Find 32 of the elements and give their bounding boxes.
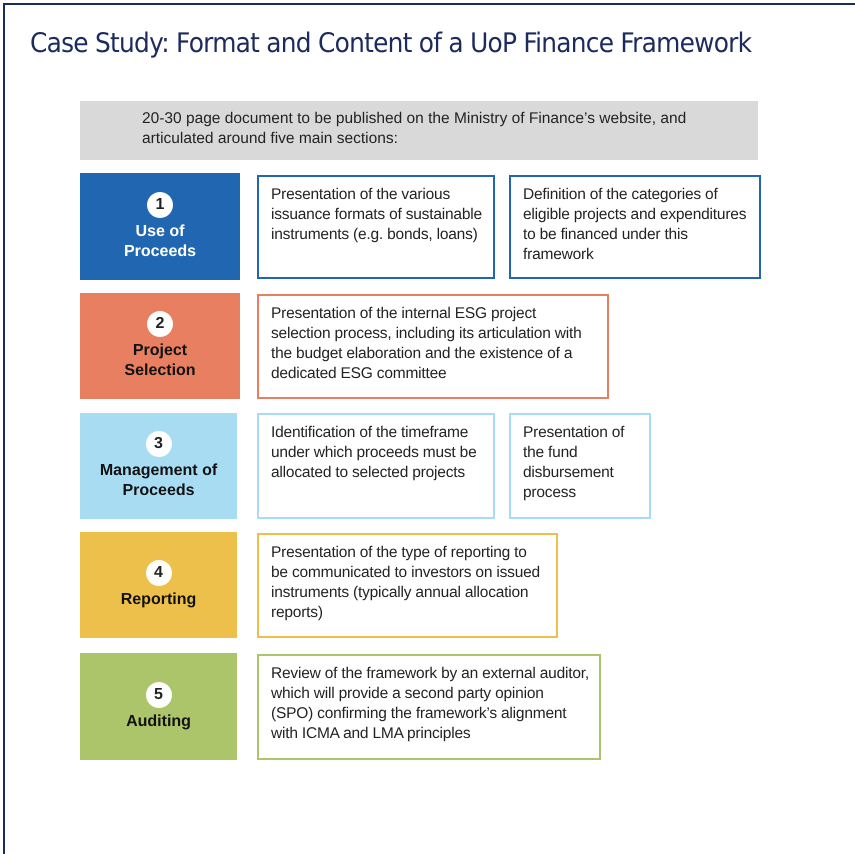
section-tab [80,532,237,638]
section-number: 1 [147,192,173,218]
description-box [257,654,601,760]
description-text: Presentation of the internal ESG project selection process, including its articulation with the budget elaboration and the existence of a dedicated ESG committee [271,304,582,384]
section-number: 3 [146,431,172,457]
description-box [257,533,558,638]
section-number: 4 [146,560,172,586]
section-heading: Management of Proceeds [98,461,218,501]
description-box [509,413,651,519]
section-heading: Auditing [125,712,192,732]
title: Case Study: Format and Content of a UoP Finance Framework [30,28,752,59]
section-number: 2 [147,311,173,337]
description-box [257,413,495,519]
description-text: Presentation of the fund disbursement process [523,423,626,503]
section-tab [80,653,237,760]
section-tab [80,173,240,280]
description-text: Presentation of the various issuance formats of sustainable instruments (e.g. bonds, loans) [271,185,483,245]
description-text: Definition of the categories of eligible projects and expenditures to be financed under this framework [523,185,748,265]
description-box [509,175,761,279]
description-text: Review of the framework by an external auditor, which will provide a second party opinion (SPO) confirming the framework’s alignment with ICMA and LMA principles [271,664,589,744]
section-number: 5 [146,682,172,708]
description-text: Identification of the timeframe under which proceeds must be allocated to selected projects [271,423,478,483]
section-tab [80,293,240,399]
section-heading: Reporting [120,590,198,610]
description-box [257,175,495,279]
section-heading: Use of Proceeds [122,222,198,262]
section-tab [80,413,237,519]
description-text: Presentation of the type of reporting to be communicated to investors on issued instruments (typically annual allocation reports) [271,543,541,623]
intro-banner [80,101,758,160]
intro-text: 20-30 page document to be published on the Ministry of Finance’s website, and articulated around five main sections: [142,109,688,149]
description-box [257,294,609,399]
section-heading: Project Selection [123,341,197,381]
